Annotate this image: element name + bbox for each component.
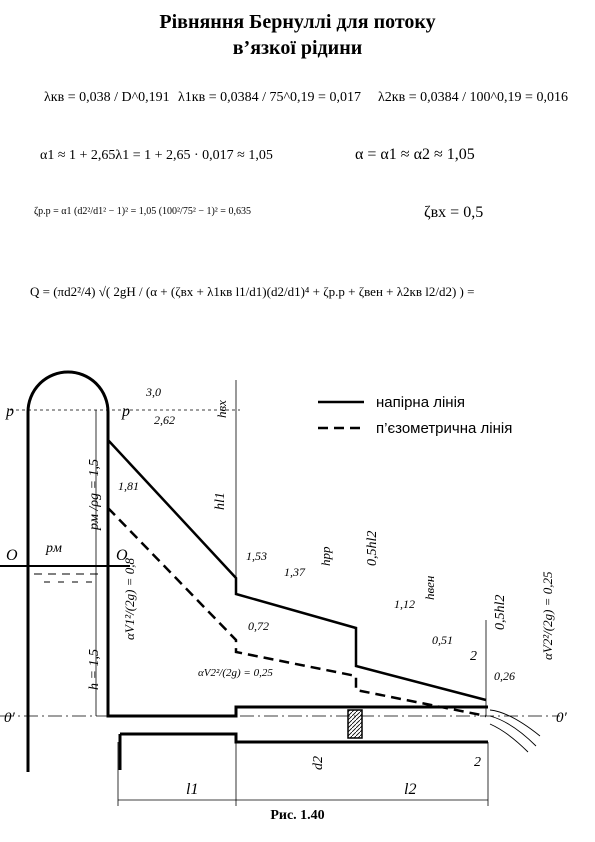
label-zero-left: 0′ (4, 710, 16, 726)
level-0-72: 0,72 (248, 619, 269, 633)
formula-alpha: α = α1 ≈ α2 ≈ 1,05 (355, 146, 475, 163)
label-h-l1: hl1 (213, 492, 228, 510)
formula-zeta-vx: ζвх = 0,5 (424, 204, 484, 221)
legend-piezometric-line: п’єзометрична лінія (376, 420, 512, 437)
label-h-l2-half-b: 0,5hl2 (493, 595, 508, 630)
level-1-37: 1,37 (284, 565, 306, 579)
label-pm-rho-g: pм /ρg = 1,5 (87, 459, 102, 531)
legend-pressure-line: напірна лінія (376, 394, 465, 411)
level-1-53: 1,53 (246, 549, 267, 563)
label-l2: l2 (404, 781, 416, 798)
label-zero-right: 0′ (556, 710, 568, 726)
label-l1: l1 (186, 781, 198, 798)
label-section-2-top: 2 (470, 649, 477, 664)
figure-caption: Рис. 1.40 (270, 808, 325, 823)
tank-wall (26, 370, 488, 772)
label-av2-right: αV2²/(2g) = 0,25 (540, 571, 555, 660)
level-2-62: 2,62 (154, 413, 175, 427)
valve (347, 709, 363, 739)
label-h: h = 1,5 (87, 649, 102, 690)
level-0-51: 0,51 (432, 633, 453, 647)
formula-lambda-1kv: λ1кв = 0,0384 / 75^0,19 = 0,017 (178, 90, 361, 105)
pipe-lower-wall (120, 732, 488, 744)
title-line-1: Рівняння Бернуллі для потоку (159, 11, 436, 33)
outflow-jet (489, 709, 541, 753)
title-line-2: в’язкої рідини (232, 37, 363, 59)
formula-flow-rate: Q = (πd2²/4) √( 2gH / (α + (ζвх + λ1кв l… (30, 284, 475, 299)
label-h-rr: hрр (318, 546, 333, 566)
level-1-12: 1,12 (394, 597, 415, 611)
label-h-l2-half-a: 0,5hl2 (365, 531, 380, 566)
formula-lambda-2kv: λ2кв = 0,0384 / 100^0,19 = 0,016 (378, 90, 568, 105)
label-d2: d2 (311, 756, 326, 770)
pressure-line (107, 439, 487, 702)
label-h-vx: hвх (214, 400, 229, 418)
formula-alpha-1: α1 ≈ 1 + 2,65λ1 = 1 + 2,65 · 0,017 ≈ 1,0… (40, 148, 273, 163)
label-av2-mid: αV2²/(2g) = 0,25 (198, 667, 273, 679)
level-3-0: 3,0 (145, 385, 161, 399)
label-O-left: O (6, 547, 18, 564)
level-1-81: 1,81 (118, 479, 139, 493)
label-pm: pм (45, 541, 62, 556)
level-0-26: 0,26 (494, 669, 515, 683)
label-O-right: O (116, 547, 128, 564)
formula-zeta-rr: ζр.р = α1 (d2²/d1² − 1)² = 1,05 (100²/75… (34, 206, 251, 217)
label-section-2-bottom: 2 (474, 755, 481, 770)
formula-lambda-kv: λкв = 0,038 / D^0,191 (44, 90, 170, 105)
label-av1: αV1²/(2g) = 0,8 (122, 558, 137, 640)
label-p-right: p (121, 403, 130, 420)
label-p-left: p (5, 403, 14, 420)
label-h-ven: hвен (422, 576, 437, 600)
piezometric-line (107, 507, 487, 718)
